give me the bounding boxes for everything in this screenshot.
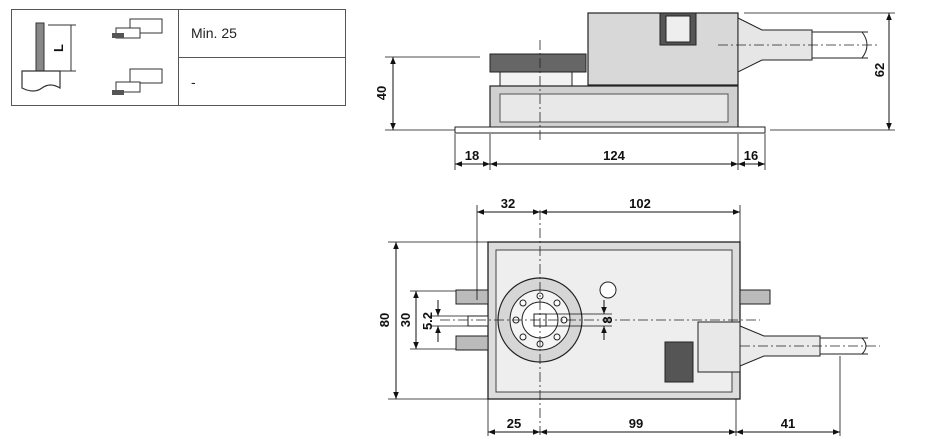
dim-top-bottom-left: 25 (507, 416, 521, 431)
row1-value: Min. 25 (191, 25, 237, 41)
dim-side-height-body: 40 (374, 86, 389, 100)
dim-top-bottom-right: 41 (781, 416, 795, 431)
top-view: 32 102 80 30 5.2 8 25 99 41 (377, 196, 880, 436)
clamp-bottom-icon (112, 68, 163, 95)
dim-side-height-total: 62 (872, 63, 887, 77)
dim-top-left-offset: 32 (501, 196, 515, 211)
shaft-length-label: L (51, 44, 66, 52)
dim-top-slot-span: 30 (398, 313, 413, 327)
row2-value: - (191, 74, 196, 90)
table-divider-horizontal (178, 57, 345, 58)
dim-side-left-tab: 18 (465, 148, 479, 163)
side-view: 40 62 18 124 16 (374, 12, 895, 170)
dim-top-slot-width: 5.2 (420, 312, 435, 330)
dim-side-body-length: 124 (603, 148, 625, 163)
dim-top-shaft-size: 8 (600, 316, 615, 323)
shaft-clamp-icons: L (21, 18, 163, 95)
dim-top-height-total: 80 (377, 313, 392, 327)
shaft-illustration: L (21, 22, 76, 92)
shaft-length-table: L Min. 25 - (11, 9, 346, 106)
dim-top-bottom-mid: 99 (629, 416, 643, 431)
dim-side-right-tab: 16 (744, 148, 758, 163)
clamp-top-icon (112, 18, 163, 39)
dim-top-right-span: 102 (629, 196, 651, 211)
